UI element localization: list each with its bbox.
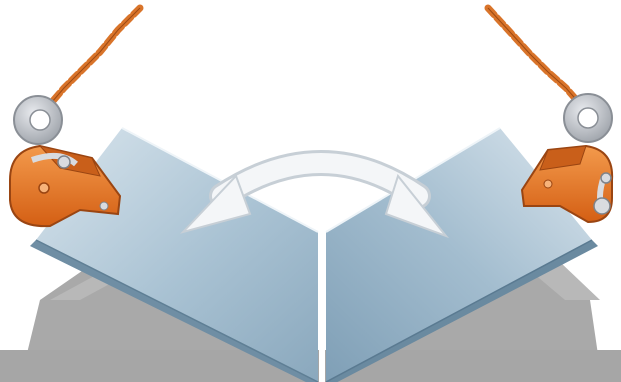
lifting-eye-icon <box>564 94 612 142</box>
chain-icon <box>488 8 580 104</box>
chain-icon <box>52 8 140 102</box>
lifting-eye-icon <box>14 96 62 144</box>
